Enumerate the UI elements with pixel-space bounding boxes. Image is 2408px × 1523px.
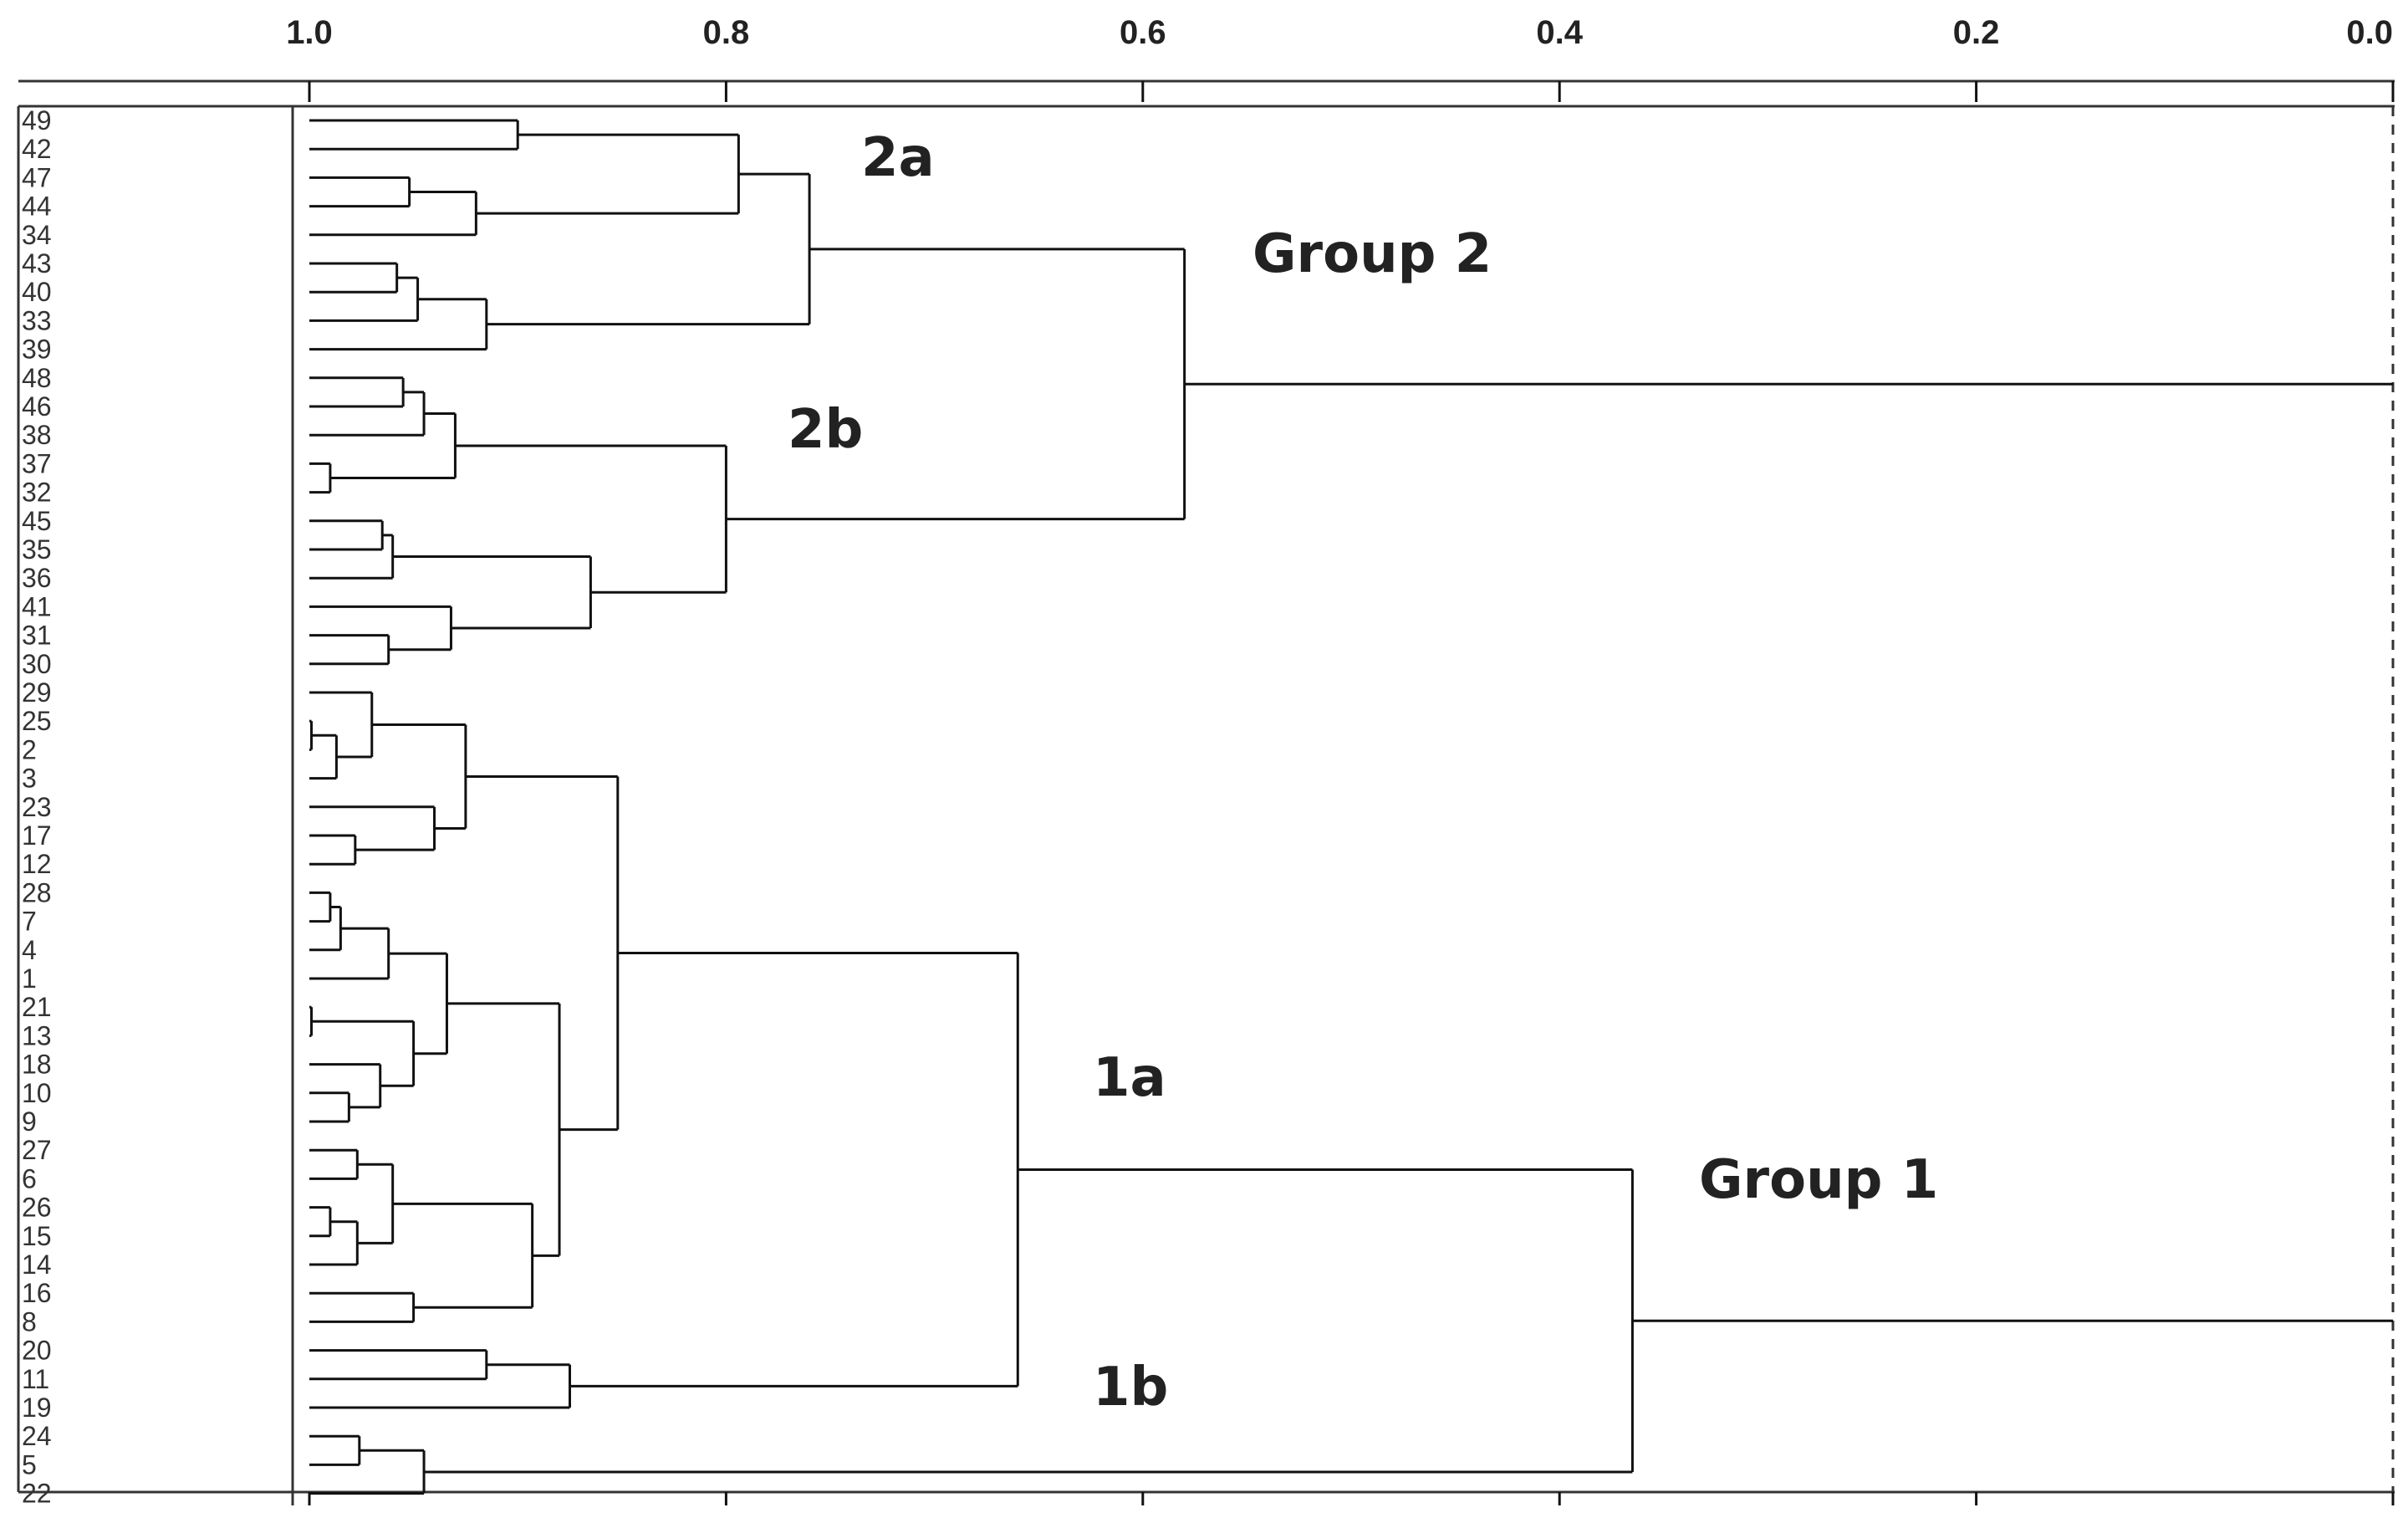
leaf-label: 27 (22, 1135, 52, 1165)
leaf-label: 15 (22, 1221, 52, 1251)
leaf-label: 35 (22, 534, 52, 565)
leaf-label: 16 (22, 1278, 52, 1308)
scale-ticks: 1.0 0.8 0.6 0.4 0.2 0.0 (286, 14, 2395, 1505)
leaf-label: 20 (22, 1336, 52, 1366)
leaf-label: 41 (22, 591, 52, 621)
leaf-label: 31 (22, 621, 52, 651)
leaf-label: 39 (22, 335, 52, 365)
leaf-label: 18 (22, 1050, 52, 1080)
leaf-label: 11 (22, 1364, 49, 1394)
leaf-label: 42 (22, 134, 52, 164)
group-1-label: Group 1 (1699, 1149, 1938, 1211)
leaf-label: 14 (22, 1250, 52, 1280)
tick-label: 1.0 (286, 14, 333, 51)
leaf-label: 6 (22, 1163, 37, 1193)
subgroup-1b-label: 1b (1093, 1357, 1168, 1418)
leaf-label: 40 (22, 277, 52, 307)
leaf-label: 3 (22, 764, 37, 794)
tick-label: 0.4 (1536, 14, 1583, 51)
leaf-label: 21 (22, 992, 52, 1022)
leaf-label: 13 (22, 1020, 52, 1050)
leaf-label: 30 (22, 649, 52, 679)
tick-label: 0.8 (703, 14, 750, 51)
leaf-label: 48 (22, 363, 52, 393)
leaf-label: 46 (22, 391, 52, 422)
group-2-label: Group 2 (1252, 223, 1492, 285)
leaf-label: 44 (22, 192, 52, 222)
leaf-label: 2 (22, 734, 37, 764)
leaf-label: 8 (22, 1306, 37, 1336)
leaf-label: 47 (22, 162, 52, 192)
leaf-label: 1 (22, 963, 37, 994)
leaf-label: 10 (22, 1078, 52, 1108)
tick-label: 0.0 (2346, 14, 2393, 51)
leaf-label: 9 (22, 1106, 37, 1137)
leaf-label: 23 (22, 792, 52, 822)
tick-label: 0.2 (1953, 14, 2000, 51)
leaf-label: 26 (22, 1193, 52, 1223)
leaf-label: 19 (22, 1393, 52, 1423)
subgroup-2a-label: 2a (861, 127, 935, 189)
leaf-label: 5 (22, 1449, 37, 1480)
group-labels: 2a Group 2 2b 1a Group 1 1b (788, 127, 1938, 1418)
leaf-labels: 4942474434434033394846383732453536413130… (22, 105, 52, 1509)
leaf-label: 17 (22, 820, 52, 851)
leaf-label: 25 (22, 706, 52, 736)
leaf-label: 34 (22, 220, 52, 250)
leaf-label: 4 (22, 935, 37, 965)
leaf-label: 28 (22, 877, 52, 907)
leaf-label: 37 (22, 448, 52, 478)
leaf-label: 36 (22, 563, 52, 593)
dendrogram-branches (309, 119, 2393, 1495)
leaf-label: 22 (22, 1479, 52, 1509)
leaf-label: 49 (22, 105, 52, 135)
tick-label: 0.6 (1120, 14, 1166, 51)
leaf-label: 24 (22, 1421, 52, 1451)
leaf-label: 33 (22, 305, 52, 335)
subgroup-1a-label: 1a (1093, 1047, 1166, 1109)
leaf-label: 29 (22, 677, 52, 708)
subgroup-2b-label: 2b (788, 399, 863, 461)
leaf-label: 12 (22, 849, 52, 879)
leaf-label: 7 (22, 907, 37, 937)
axis-frame (17, 79, 2395, 1505)
leaf-label: 45 (22, 506, 52, 536)
leaf-label: 32 (22, 478, 52, 508)
leaf-label: 43 (22, 248, 52, 279)
leaf-label: 38 (22, 420, 52, 450)
